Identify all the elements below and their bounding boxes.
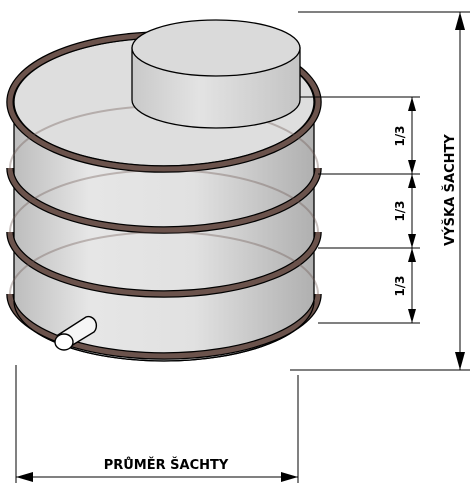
height-dimension: [290, 11, 470, 371]
shaft-bottom-edge: [13, 300, 315, 362]
shaft-ring-3: [6, 169, 322, 298]
inlet-pipe: [54, 315, 98, 351]
thirds-dimension: [300, 96, 420, 324]
third-label-3: 1/3: [393, 275, 407, 296]
shaft-ring-4: [6, 231, 322, 360]
third-label-2: 1/3: [393, 200, 407, 221]
shaft-diameter-label: PRŮMĚR ŠACHTY: [104, 457, 229, 473]
shaft-cap: [131, 19, 301, 129]
third-label-1: 1/3: [393, 125, 407, 146]
diameter-dimension: [15, 365, 299, 483]
shaft-height-label: VÝŠKA ŠACHTY: [442, 134, 458, 246]
